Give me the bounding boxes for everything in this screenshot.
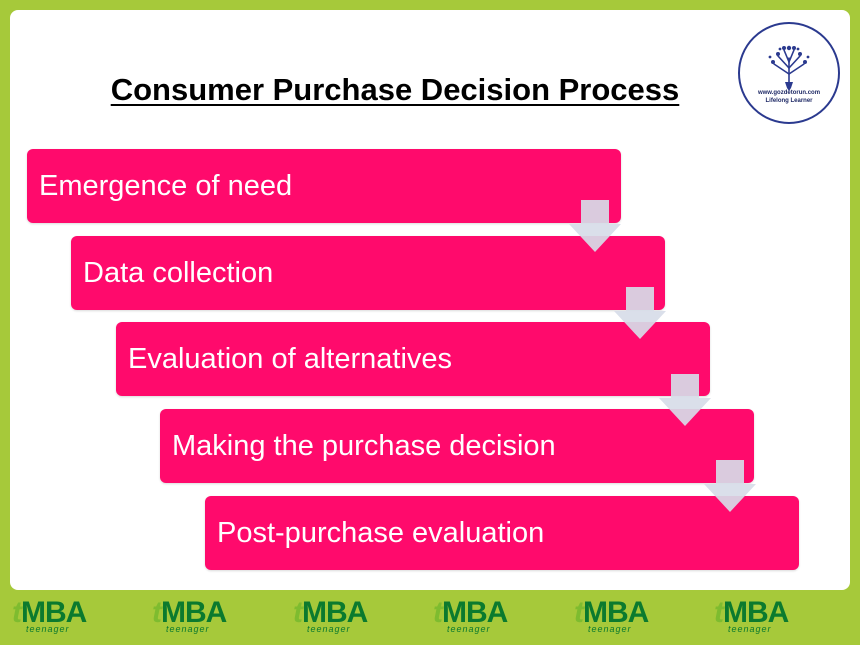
down-arrow-icon: [614, 287, 666, 339]
brand-mba: MBA: [442, 596, 508, 629]
brand-logo: tMBA teenager: [574, 596, 692, 636]
logo-url-text: www.gozdetorun.com: [757, 90, 821, 96]
step-label: Making the purchase decision: [172, 429, 556, 462]
down-arrow-icon: [569, 200, 621, 252]
brand-logo: tMBA teenager: [12, 596, 130, 636]
logo: www.gozdetorun.com Lifelong Learner: [738, 22, 840, 124]
logo-tagline: Lifelong Learner: [765, 98, 813, 104]
step-label: Post-purchase evaluation: [217, 516, 545, 549]
page-title: Consumer Purchase Decision Process: [110, 72, 680, 107]
brand-mba: MBA: [583, 596, 649, 629]
brand-sub: teenager: [307, 624, 351, 634]
step-box-5: Post-purchase evaluation: [205, 496, 799, 570]
brand-logo: tMBA teenager: [433, 596, 551, 636]
brand-t: t: [152, 596, 162, 629]
brand-logo: tMBA teenager: [152, 596, 270, 636]
step-box-1: Emergence of need: [27, 149, 621, 223]
slide: Consumer Purchase Decision Process: [10, 10, 850, 590]
footer-brand-strip: tMBA teenager tMBA teenager tMBA teenage…: [0, 596, 860, 636]
brand-sub: teenager: [166, 624, 210, 634]
brand-sub: teenager: [588, 624, 632, 634]
brand-logo: tMBA teenager: [293, 596, 411, 636]
brand-mba: MBA: [161, 596, 227, 629]
tree-pen-icon: [768, 45, 810, 91]
step-label: Emergence of need: [39, 169, 293, 202]
brand-mba: MBA: [21, 596, 87, 629]
brand-logo: tMBA teenager: [714, 596, 832, 636]
brand-t: t: [574, 596, 584, 629]
brand-t: t: [12, 596, 22, 629]
step-box-2: Data collection: [71, 236, 665, 310]
brand-sub: teenager: [447, 624, 491, 634]
step-label: Data collection: [83, 256, 274, 289]
step-box-4: Making the purchase decision: [160, 409, 754, 483]
brand-t: t: [293, 596, 303, 629]
brand-sub: teenager: [728, 624, 772, 634]
step-label: Evaluation of alternatives: [128, 342, 453, 375]
brand-t: t: [433, 596, 443, 629]
brand-mba: MBA: [302, 596, 368, 629]
down-arrow-icon: [704, 460, 756, 512]
down-arrow-icon: [659, 374, 711, 426]
brand-mba: MBA: [723, 596, 789, 629]
brand-sub: teenager: [26, 624, 70, 634]
step-box-3: Evaluation of alternatives: [116, 322, 710, 396]
brand-t: t: [714, 596, 724, 629]
